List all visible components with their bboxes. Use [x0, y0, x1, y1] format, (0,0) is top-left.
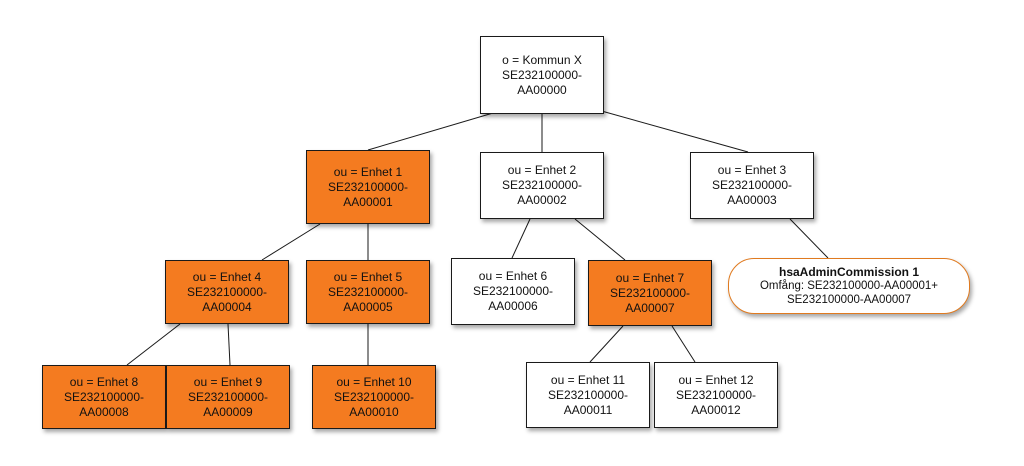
node-id-line2: AA00001: [343, 194, 393, 209]
edge-enhet7-enhet11: [589, 325, 624, 363]
edge-enhet7-enhet12: [671, 325, 696, 363]
node-label: ou = Enhet 10: [336, 374, 412, 389]
node-id-line2: AA00009: [203, 404, 253, 419]
node-id-line2: AA00012: [691, 402, 741, 417]
edge-enhet2-enhet7: [574, 218, 626, 261]
node-label: ou = Enhet 9: [193, 374, 263, 389]
node-id-line2: AA00005: [343, 299, 393, 314]
edge-root-enhet3: [597, 109, 749, 153]
node-label: ou = Enhet 5: [333, 269, 403, 284]
node-enhet-1: ou = Enhet 1 SE232100000- AA00001: [306, 150, 430, 224]
node-label: ou = Enhet 7: [615, 270, 685, 285]
node-id-line2: AA00011: [563, 402, 613, 417]
node-id-line1: SE232100000-: [711, 178, 793, 192]
node-enhet-5: ou = Enhet 5 SE232100000- AA00005: [306, 260, 430, 324]
node-kommun-x: o = Kommun X SE232100000- AA00000: [480, 36, 604, 114]
node-id-line2: AA00004: [202, 299, 252, 314]
node-enhet-10: ou = Enhet 10 SE232100000- AA00010: [312, 365, 436, 429]
edge-enhet2-enhet6: [511, 218, 531, 259]
node-id-line1: SE232100000-: [327, 179, 409, 194]
node-enhet-9: ou = Enhet 9 SE232100000- AA00009: [166, 365, 290, 429]
node-label: ou = Enhet 6: [478, 269, 548, 283]
node-id-line1: SE232100000-: [333, 389, 415, 404]
node-id-line1: SE232100000-: [63, 389, 145, 404]
node-id-line2: AA00000: [517, 82, 567, 97]
node-enhet-4: ou = Enhet 4 SE232100000- AA00004: [165, 260, 289, 324]
node-label: ou = Enhet 8: [69, 374, 139, 389]
node-id-line2: AA00003: [727, 193, 777, 207]
node-id-line2: AA00006: [488, 299, 538, 313]
node-enhet-6: ou = Enhet 6 SE232100000- AA00006: [451, 258, 575, 325]
node-id-line1: SE232100000-: [501, 67, 583, 82]
node-id-line1: SE232100000-: [609, 285, 691, 300]
node-label: ou = Enhet 4: [192, 269, 262, 284]
node-id-line1: SE232100000-: [547, 387, 629, 402]
edge-enhet3-commission: [789, 218, 829, 259]
node-enhet-2: ou = Enhet 2 SE232100000- AA00002: [480, 152, 604, 219]
edge-root-enhet1: [367, 112, 494, 151]
edge-enhet4-enhet8: [126, 323, 181, 366]
node-id-line2: AA00008: [79, 404, 129, 419]
node-enhet-8: ou = Enhet 8 SE232100000- AA00008: [42, 365, 166, 429]
commission-title: hsaAdminCommission 1: [778, 265, 920, 279]
node-id-line1: SE232100000-: [187, 389, 269, 404]
node-id-line1: SE232100000-: [327, 284, 409, 299]
node-id-line1: SE232100000-: [675, 387, 757, 402]
node-id-line1: SE232100000-: [501, 178, 583, 192]
node-label: ou = Enhet 3: [717, 163, 787, 177]
node-enhet-11: ou = Enhet 11 SE232100000- AA00011: [526, 362, 650, 428]
node-label: ou = Enhet 2: [507, 163, 577, 177]
node-id-line2: AA00002: [517, 193, 567, 207]
node-id-line1: SE232100000-: [472, 284, 554, 298]
edge-enhet4-enhet9: [227, 323, 231, 366]
node-enhet-12: ou = Enhet 12 SE232100000- AA00012: [654, 362, 778, 428]
admin-commission-box: hsaAdminCommission 1 Omfång: SE232100000…: [728, 258, 970, 314]
node-id-line2: AA00010: [349, 404, 399, 419]
node-label: ou = Enhet 1: [333, 164, 403, 179]
node-enhet-7: ou = Enhet 7 SE232100000- AA00007: [588, 260, 712, 326]
commission-scope-line2: SE232100000-AA00007: [786, 294, 912, 306]
node-id-line1: SE232100000-: [186, 284, 268, 299]
node-enhet-3: ou = Enhet 3 SE232100000- AA00003: [690, 152, 814, 219]
node-label: ou = Enhet 11: [550, 372, 626, 387]
node-label: o = Kommun X: [502, 52, 582, 67]
commission-scope-line1: Omfång: SE232100000-AA00001+: [759, 280, 939, 292]
node-label: ou = Enhet 12: [678, 372, 754, 387]
node-id-line2: AA00007: [625, 300, 675, 315]
edge-enhet1-enhet4: [261, 223, 321, 261]
